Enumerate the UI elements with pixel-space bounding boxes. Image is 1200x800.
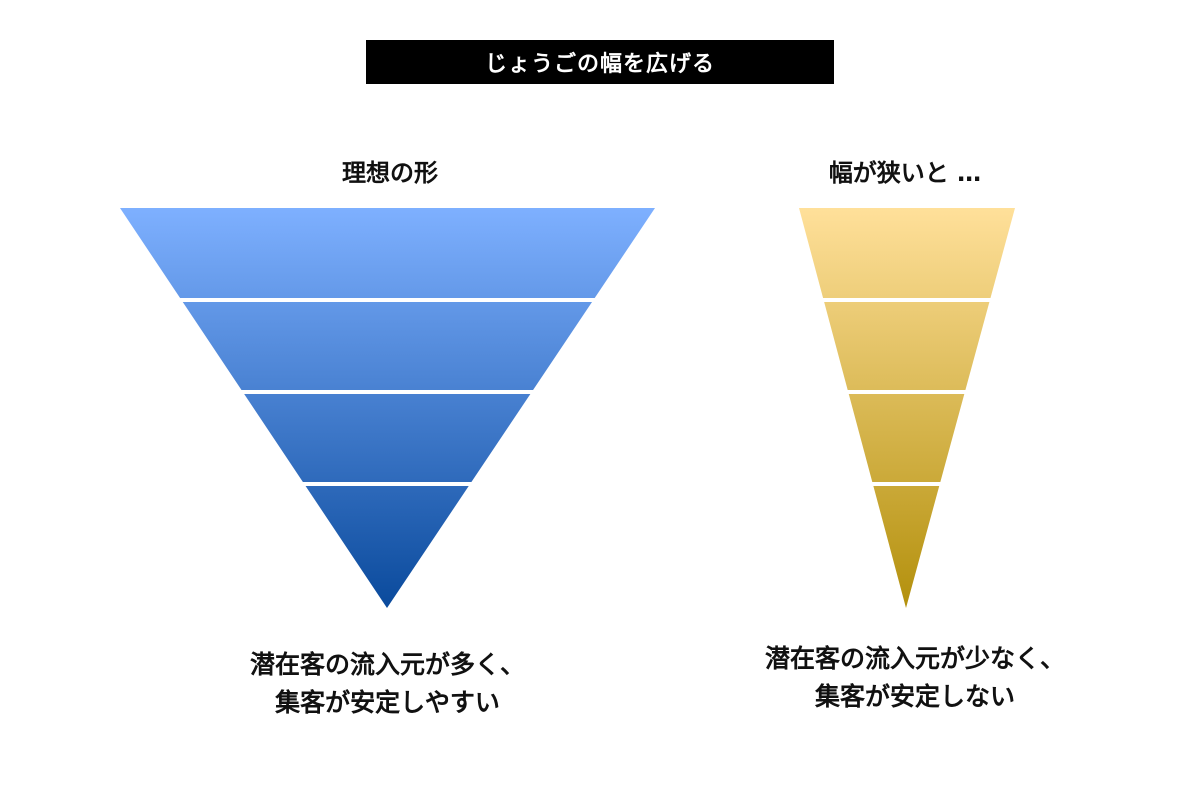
ideal-shape-heading: 理想の形 xyxy=(342,158,438,187)
narrow-caption-line-1: 潜在客の流入元が少なく、 xyxy=(764,644,1065,673)
narrow-funnel xyxy=(799,208,1015,608)
wide-funnel-triangle xyxy=(120,208,655,608)
page-title: じょうごの幅を広げる xyxy=(366,40,834,84)
narrow-caption-line-2: 集客が安定しない xyxy=(814,682,1015,711)
ideal-caption-line-1: 潜在客の流入元が多く、 xyxy=(249,650,525,679)
page-title-text: じょうごの幅を広げる xyxy=(484,52,715,77)
narrow-shape-caption: 潜在客の流入元が少なく、 集客が安定しない xyxy=(700,640,1130,716)
wide-funnel xyxy=(120,208,655,608)
ideal-shape-caption: 潜在客の流入元が多く、 集客が安定しやすい xyxy=(150,646,625,722)
narrow-shape-heading: 幅が狭いと … xyxy=(828,158,982,187)
narrow-funnel-triangle xyxy=(799,208,1015,608)
ideal-caption-line-2: 集客が安定しやすい xyxy=(275,688,500,717)
